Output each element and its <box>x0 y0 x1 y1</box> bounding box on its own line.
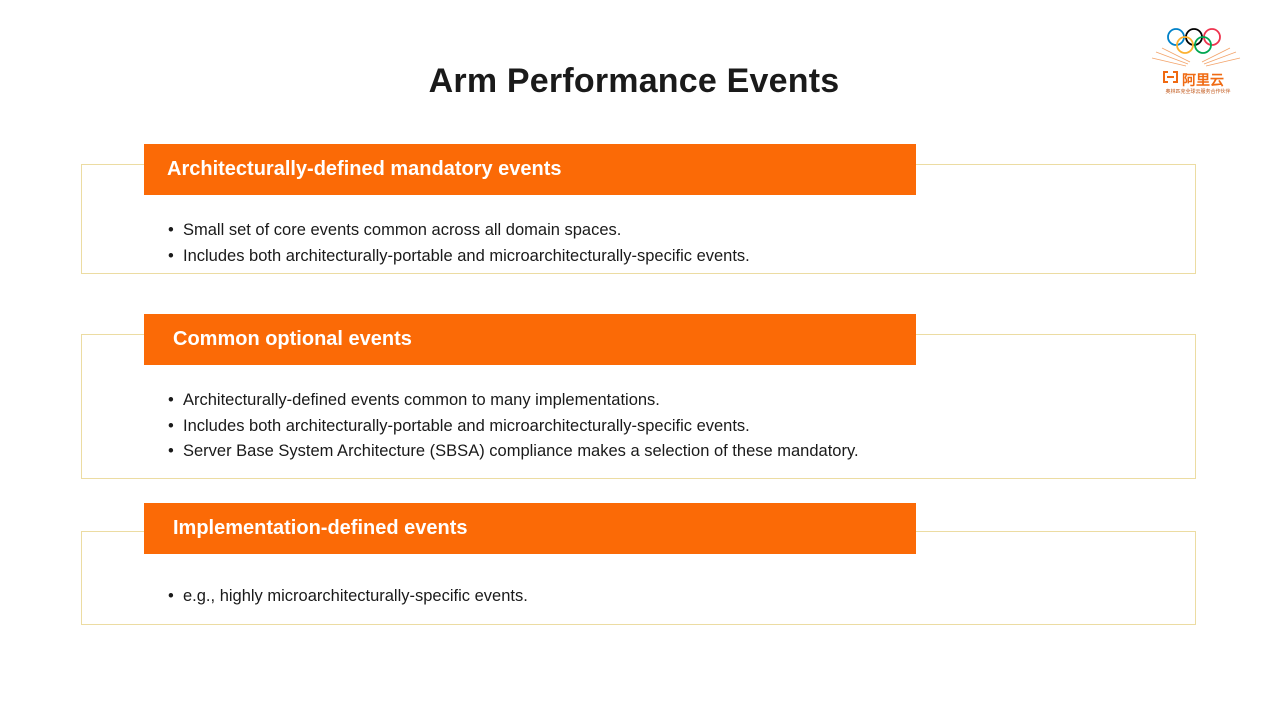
bullet-text: Includes both architecturally-portable a… <box>183 416 750 435</box>
section-header-optional: Common optional events <box>144 314 916 365</box>
list-item: •Server Base System Architecture (SBSA) … <box>168 442 859 460</box>
bullet-text: Includes both architecturally-portable a… <box>183 246 750 265</box>
section-header-implementation: Implementation-defined events <box>144 503 916 554</box>
bullet-text: e.g., highly microarchitecturally-specif… <box>183 587 528 605</box>
list-item: •Small set of core events common across … <box>168 221 622 239</box>
list-item: •e.g., highly microarchitecturally-speci… <box>168 587 528 605</box>
page-title: Arm Performance Events <box>428 62 840 100</box>
bullet-list-mandatory: •Small set of core events common across … <box>168 218 750 269</box>
list-item: •Architecturally-defined events common t… <box>168 391 660 409</box>
bullet-list-implementation: •e.g., highly microarchitecturally-speci… <box>168 584 528 610</box>
bullet-text: Architecturally-defined events common to… <box>183 391 660 409</box>
alibaba-cloud-olympic-logo-icon <box>1151 28 1241 83</box>
bullet-text: Server Base System Architecture (SBSA) c… <box>183 442 859 460</box>
list-item: •Includes both architecturally-portable … <box>168 416 750 435</box>
logo-brand-text: 阿里云 <box>1182 72 1224 88</box>
logo-subtitle: 奥林匹克全球云服务合作伙伴 <box>1165 89 1231 95</box>
section-header-mandatory: Architecturally-defined mandatory events <box>144 144 916 195</box>
list-item: •Includes both architecturally-portable … <box>168 246 750 265</box>
bullet-text: Small set of core events common across a… <box>183 221 622 239</box>
bullet-list-optional: •Architecturally-defined events common t… <box>168 388 859 465</box>
